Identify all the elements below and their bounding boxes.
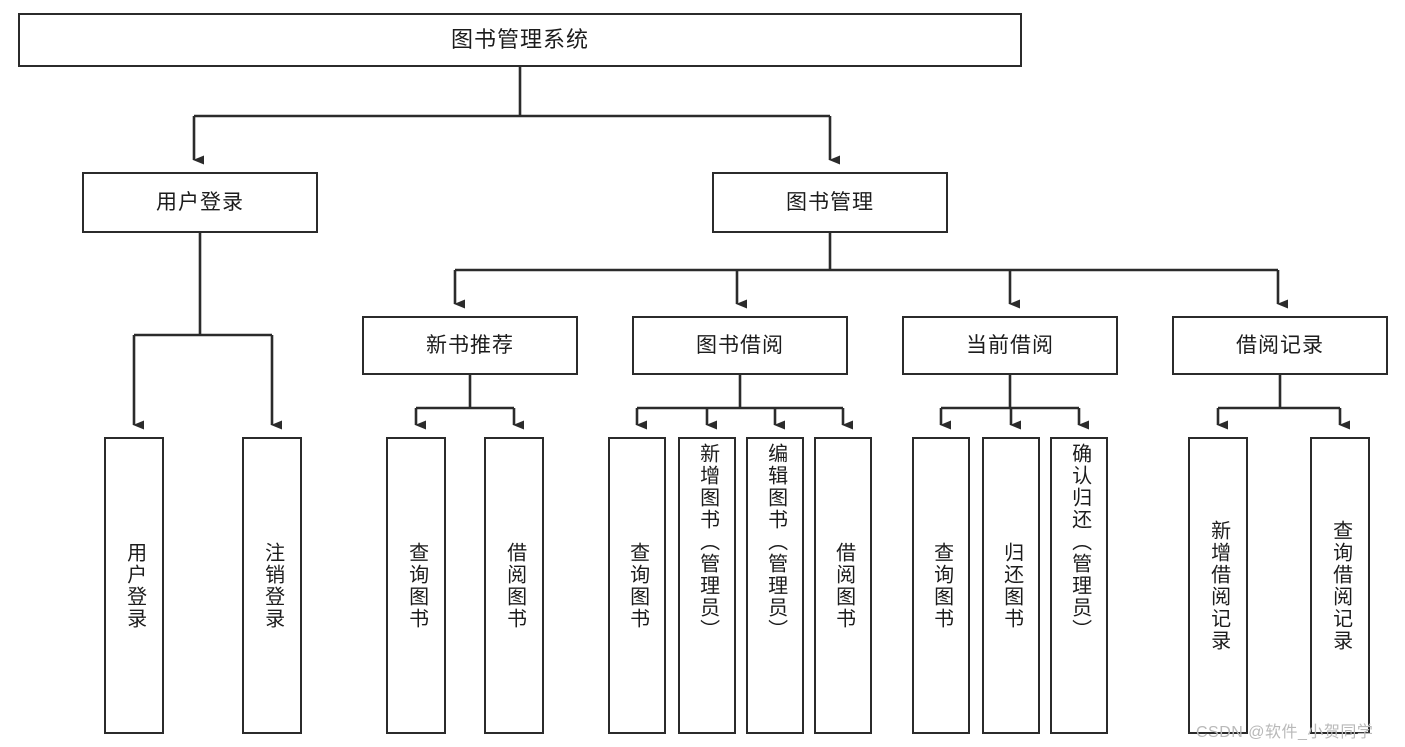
- node-leaf-add-borrow-record-label: 新增借阅记录: [1207, 519, 1230, 652]
- node-user-login-label: 用户登录: [156, 191, 244, 214]
- csdn-watermark: CSDN @软件_小贺同学: [1196, 724, 1374, 741]
- node-leaf-edit-book-admin[interactable]: 编辑图书（管理员）: [746, 437, 804, 734]
- node-user-login[interactable]: 用户登录: [82, 172, 318, 233]
- node-book-manage[interactable]: 图书管理: [712, 172, 948, 233]
- node-leaf-borrow-book-1[interactable]: 借阅图书: [484, 437, 544, 734]
- node-book-manage-label: 图书管理: [786, 191, 874, 214]
- node-new-book-recommend[interactable]: 新书推荐: [362, 316, 578, 375]
- node-leaf-add-book-admin-label: 新增图书（管理员）: [696, 443, 719, 641]
- node-leaf-query-book-1-label: 查询图书: [405, 541, 428, 630]
- node-leaf-user-login-label: 用户登录: [123, 541, 146, 630]
- node-current-borrow-label: 当前借阅: [966, 334, 1054, 357]
- node-leaf-add-borrow-record[interactable]: 新增借阅记录: [1188, 437, 1248, 734]
- node-root[interactable]: 图书管理系统: [18, 13, 1022, 67]
- node-borrow-record[interactable]: 借阅记录: [1172, 316, 1388, 375]
- node-leaf-query-borrow-record-label: 查询借阅记录: [1329, 519, 1352, 652]
- node-leaf-borrow-book-1-label: 借阅图书: [503, 541, 526, 630]
- node-borrow-record-label: 借阅记录: [1236, 334, 1324, 357]
- node-leaf-query-borrow-record[interactable]: 查询借阅记录: [1310, 437, 1370, 734]
- node-leaf-confirm-return[interactable]: 确认归还（管理员）: [1050, 437, 1108, 734]
- node-leaf-user-login[interactable]: 用户登录: [104, 437, 164, 734]
- node-leaf-confirm-return-label: 确认归还（管理员）: [1068, 443, 1091, 641]
- node-leaf-borrow-book-2-label: 借阅图书: [832, 541, 855, 630]
- node-leaf-query-book-2[interactable]: 查询图书: [608, 437, 666, 734]
- node-leaf-query-book-3-label: 查询图书: [930, 541, 953, 630]
- node-new-book-recommend-label: 新书推荐: [426, 334, 514, 357]
- node-leaf-logout-login[interactable]: 注销登录: [242, 437, 302, 734]
- node-leaf-return-book[interactable]: 归还图书: [982, 437, 1040, 734]
- node-leaf-query-book-2-label: 查询图书: [626, 541, 649, 630]
- node-leaf-return-book-label: 归还图书: [1000, 541, 1023, 630]
- node-book-borrow-label: 图书借阅: [696, 334, 784, 357]
- node-current-borrow[interactable]: 当前借阅: [902, 316, 1118, 375]
- node-leaf-add-book-admin[interactable]: 新增图书（管理员）: [678, 437, 736, 734]
- node-root-label: 图书管理系统: [450, 27, 589, 52]
- node-leaf-query-book-3[interactable]: 查询图书: [912, 437, 970, 734]
- node-leaf-edit-book-admin-label: 编辑图书（管理员）: [764, 443, 787, 641]
- node-leaf-logout-login-label: 注销登录: [261, 541, 284, 630]
- node-leaf-query-book-1[interactable]: 查询图书: [386, 437, 446, 734]
- node-book-borrow[interactable]: 图书借阅: [632, 316, 848, 375]
- node-leaf-borrow-book-2[interactable]: 借阅图书: [814, 437, 872, 734]
